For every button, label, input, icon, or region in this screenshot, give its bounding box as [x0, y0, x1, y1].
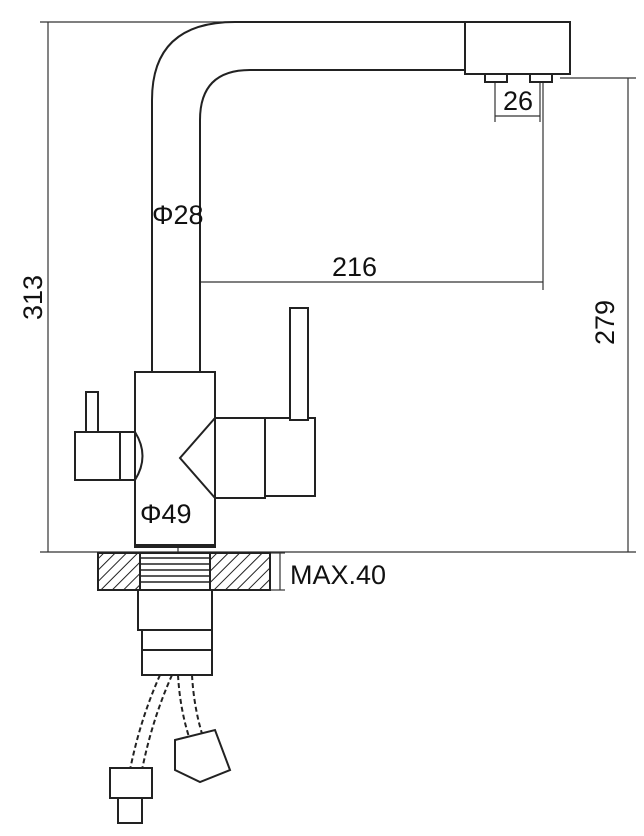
nozzle-right [529, 73, 553, 83]
right-handle-cylinder [264, 417, 316, 497]
left-handle-cylinder [74, 431, 136, 481]
hose-connector [141, 629, 213, 676]
hose-left [129, 674, 173, 771]
shank-thread [140, 557, 210, 583]
spout-height-label: 279 [590, 300, 620, 345]
mounting-nut [137, 589, 213, 631]
nozzle-left [484, 73, 508, 83]
body-diameter-label: Φ49 [140, 499, 192, 529]
body-left-joint [134, 431, 144, 481]
dimension-lines [40, 21, 636, 591]
left-handle-lever [85, 391, 99, 437]
max-countertop-label: MAX.40 [290, 560, 386, 590]
hose-right [177, 674, 205, 741]
nozzle-spacing-label: 26 [503, 86, 533, 116]
spout-reach-label: 216 [332, 252, 377, 282]
total-height-label: 313 [18, 275, 48, 320]
faucet-body [134, 371, 216, 548]
hose-fitting-left [109, 767, 153, 799]
spout [151, 21, 469, 373]
right-handle-lever [289, 307, 309, 421]
body-right-joint [178, 417, 216, 499]
spout-head [464, 21, 571, 75]
hose-fitting-right [174, 728, 232, 784]
spout-diameter-label: Φ28 [152, 200, 204, 230]
right-handle-neck [214, 417, 266, 499]
